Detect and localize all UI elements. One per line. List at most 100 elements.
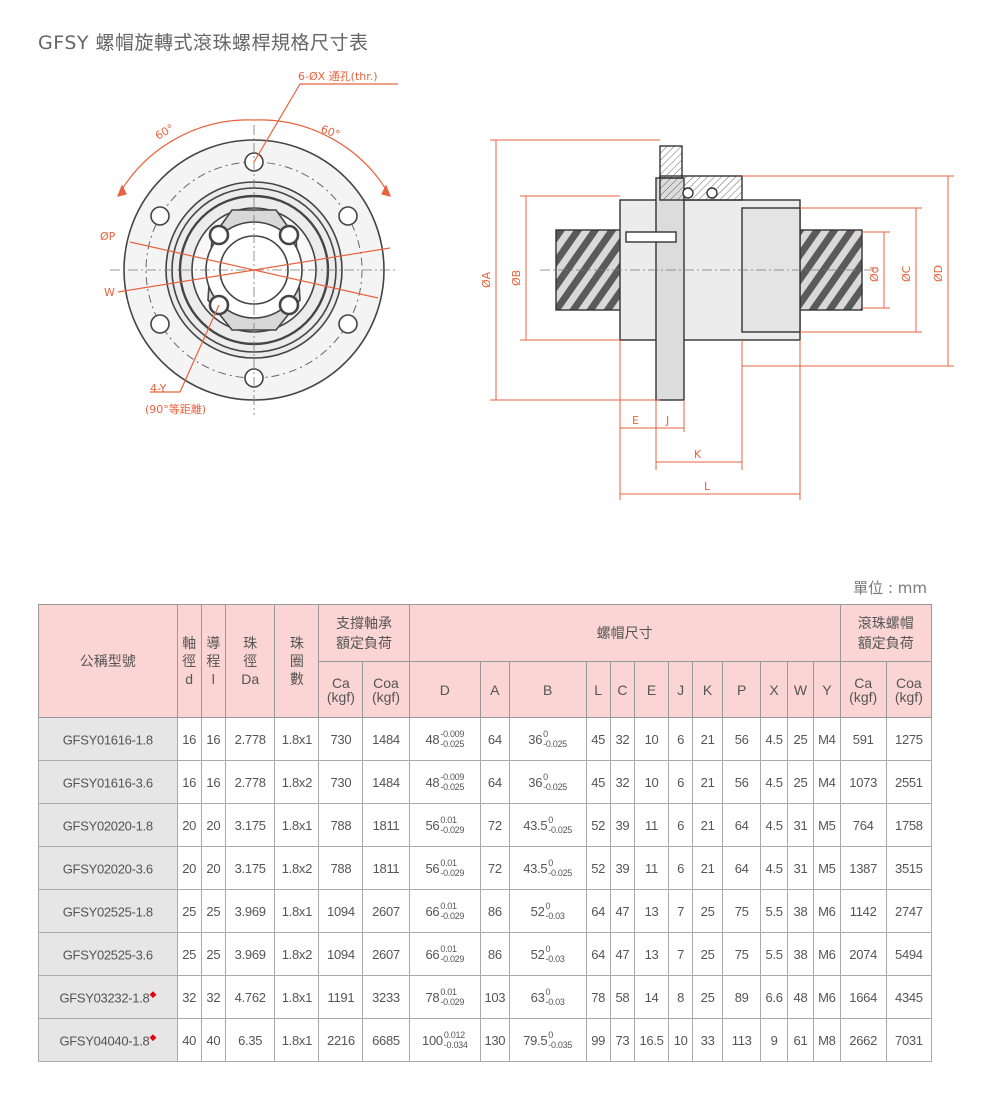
A-cell: 64	[480, 760, 510, 804]
turns-cell: 1.8x2	[274, 760, 320, 804]
L-cell: 45	[585, 717, 611, 761]
ball-cell: 3.969	[224, 889, 276, 933]
p-label: ØP	[100, 230, 116, 243]
col-W-header: W	[786, 661, 815, 718]
E-cell: 10	[633, 760, 670, 804]
col-J-header: J	[668, 661, 694, 718]
model-header: 公稱型號	[38, 604, 178, 718]
X-cell: 5.5	[760, 932, 788, 976]
lead-cell: 16	[200, 717, 226, 761]
angle-right-label: 60°	[319, 123, 342, 142]
lead-cell: 32	[200, 975, 226, 1019]
nut-coa-cell: 1758	[885, 803, 933, 847]
lead-cell: 25	[200, 889, 226, 933]
L-cell: 52	[585, 803, 611, 847]
support-coa-cell: 1811	[362, 803, 410, 847]
E-cell: 16.5	[633, 1018, 670, 1062]
J-cell: 10	[668, 1018, 694, 1062]
W-cell: 25	[786, 717, 815, 761]
ball-cell: 2.778	[224, 760, 276, 804]
E-cell: 13	[633, 932, 670, 976]
c-label: ØC	[900, 265, 913, 282]
nut-coa-cell: 1275	[885, 717, 933, 761]
support-coa-cell: 1484	[362, 717, 410, 761]
support-ca-cell: 2216	[318, 1018, 364, 1062]
support-coa-cell: 3233	[362, 975, 410, 1019]
support-ca-cell: 788	[318, 803, 364, 847]
E-cell: 11	[633, 846, 670, 890]
P-cell: 75	[721, 932, 762, 976]
Y-cell: M5	[813, 846, 841, 890]
d-cell: 25	[176, 889, 202, 933]
support-coa-cell: 2607	[362, 932, 410, 976]
support-ca-cell: 730	[318, 717, 364, 761]
D-cell: 48-0.009-0.025	[408, 760, 482, 804]
col-X-header: X	[760, 661, 788, 718]
nut-coa-cell: 2747	[885, 889, 933, 933]
J-cell: 7	[668, 932, 694, 976]
K-cell: 21	[692, 846, 723, 890]
j-label: J	[665, 414, 669, 427]
d-cell: 32	[176, 975, 202, 1019]
support-ca-cell: 1094	[318, 932, 364, 976]
W-cell: 38	[786, 932, 815, 976]
d-cell: 16	[176, 717, 202, 761]
col-P-header: P	[721, 661, 762, 718]
support-coa-cell: 1811	[362, 846, 410, 890]
turns-cell: 1.8x1	[274, 803, 320, 847]
turns-cell: 1.8x1	[274, 889, 320, 933]
col-E-header: E	[633, 661, 670, 718]
Y-cell: M4	[813, 760, 841, 804]
A-cell: 72	[480, 803, 510, 847]
D-cell: 48-0.009-0.025	[408, 717, 482, 761]
Y-cell: M6	[813, 889, 841, 933]
Y-cell: M6	[813, 932, 841, 976]
Y-cell: M6	[813, 975, 841, 1019]
nut-coa-header: Coa(kgf)	[885, 661, 933, 718]
page-title: GFSY 螺帽旋轉式滾珠螺桿規格尺寸表	[38, 32, 369, 54]
J-cell: 6	[668, 846, 694, 890]
turns-cell: 1.8x1	[274, 717, 320, 761]
E-cell: 14	[633, 975, 670, 1019]
lead-cell: 40	[200, 1018, 226, 1062]
nut-ca-cell: 2074	[839, 932, 887, 976]
d-cell: 16	[176, 760, 202, 804]
col-K-header: K	[692, 661, 723, 718]
E-cell: 13	[633, 889, 670, 933]
K-cell: 21	[692, 760, 723, 804]
E-cell: 11	[633, 803, 670, 847]
C-cell: 39	[609, 803, 635, 847]
P-cell: 56	[721, 760, 762, 804]
unit-label: 單位 : mm	[853, 579, 927, 597]
K-cell: 25	[692, 975, 723, 1019]
J-cell: 6	[668, 717, 694, 761]
d-cell: 20	[176, 846, 202, 890]
nut-ca-cell: 1142	[839, 889, 887, 933]
W-cell: 25	[786, 760, 815, 804]
nut-ca-cell: 764	[839, 803, 887, 847]
model-cell: GFSY01616-1.8	[38, 717, 178, 761]
X-cell: 4.5	[760, 717, 788, 761]
a-label: ØA	[480, 271, 493, 288]
support-ca-cell: 1094	[318, 889, 364, 933]
Y-cell: M5	[813, 803, 841, 847]
L-cell: 45	[585, 760, 611, 804]
